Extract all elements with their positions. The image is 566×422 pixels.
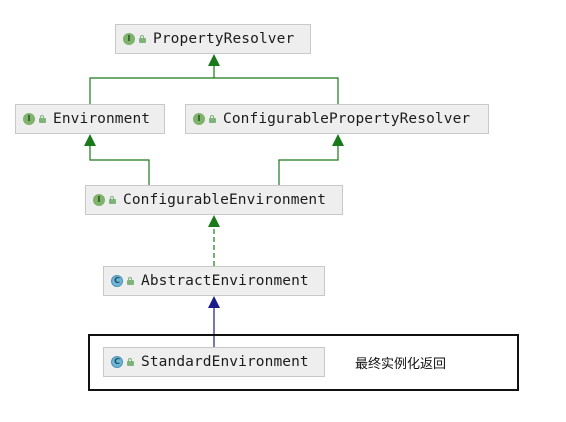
node-propertyresolver[interactable]: I PropertyResolver — [115, 24, 311, 54]
lock-icon — [39, 115, 47, 123]
edge-configurableenvironment-to-configurablepropertyresolver — [278, 146, 339, 186]
edge-environment-to-propertyresolver — [89, 66, 215, 105]
lock-icon — [127, 277, 135, 285]
lock-icon — [127, 358, 135, 366]
node-label: ConfigurablePropertyResolver — [223, 111, 471, 127]
node-environment[interactable]: I Environment — [15, 104, 165, 134]
annotation-note: 最终实例化返回 — [355, 357, 447, 372]
lock-icon — [209, 115, 217, 123]
arrowhead-configurableenvironment — [208, 215, 220, 227]
node-abstractenvironment[interactable]: C AbstractEnvironment — [103, 266, 325, 296]
interface-icon: I — [123, 33, 135, 45]
node-label: Environment — [53, 111, 151, 127]
interface-icon: I — [193, 113, 205, 125]
node-configurablepropertyresolver[interactable]: I ConfigurablePropertyResolver — [185, 104, 489, 134]
node-standardenvironment[interactable]: C StandardEnvironment — [103, 347, 325, 377]
edge-configurablepropertyresolver-to-propertyresolver — [214, 77, 339, 105]
interface-icon: I — [23, 113, 35, 125]
lock-icon — [139, 35, 147, 43]
arrowhead-propertyresolver — [208, 54, 220, 66]
node-label: PropertyResolver — [153, 31, 295, 47]
node-label: ConfigurableEnvironment — [123, 192, 327, 208]
arrowhead-configurablepropertyresolver — [332, 134, 344, 146]
node-label: StandardEnvironment — [141, 354, 309, 370]
node-label: AbstractEnvironment — [141, 273, 309, 289]
class-icon: C — [111, 275, 123, 287]
interface-icon: I — [93, 194, 105, 206]
highlight-frame — [88, 334, 519, 391]
node-configurableenvironment[interactable]: I ConfigurableEnvironment — [85, 185, 343, 215]
arrowhead-environment — [84, 134, 96, 146]
arrowhead-abstractenvironment — [208, 296, 220, 308]
lock-icon — [109, 196, 117, 204]
edge-configurableenvironment-to-environment — [89, 146, 150, 186]
class-icon: C — [111, 356, 123, 368]
